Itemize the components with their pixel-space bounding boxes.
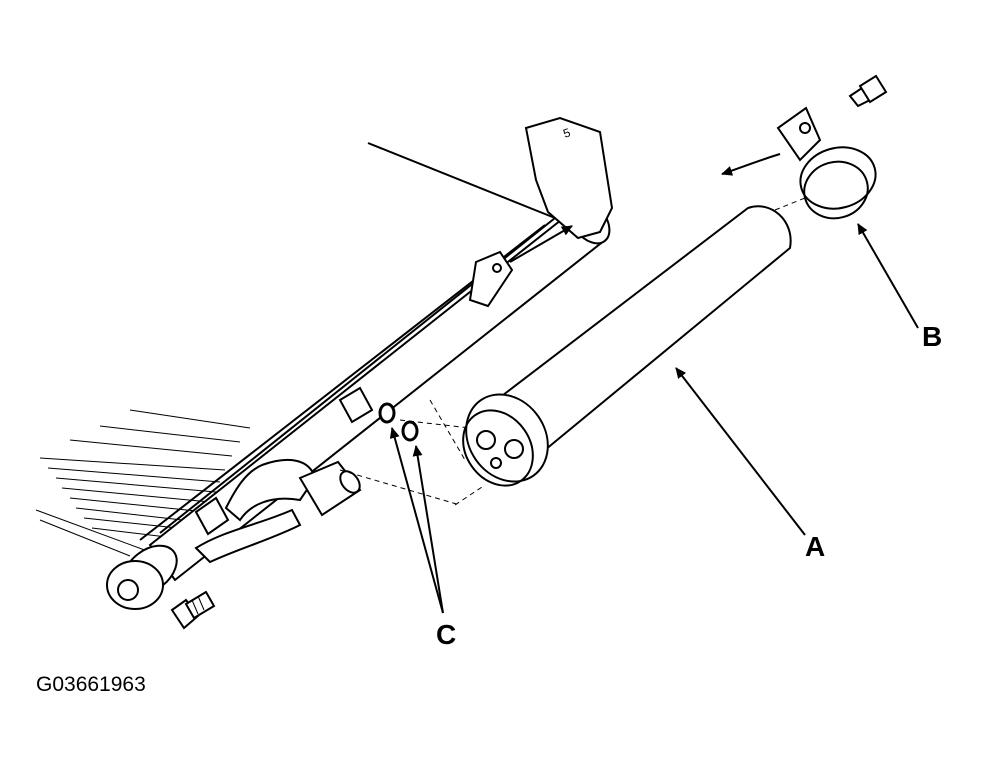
figure-id: G03661963 (36, 673, 146, 696)
condenser-fins (35, 409, 251, 557)
leader-c-1 (389, 427, 444, 614)
callout-a: A (805, 531, 826, 562)
leader-b (857, 223, 919, 329)
flow-arrow (509, 225, 573, 263)
receiver-dryer (462, 205, 792, 487)
rotation-arrow (721, 153, 781, 176)
leader-lines (389, 223, 919, 614)
bolt-top (848, 74, 888, 108)
header-end-cap (106, 544, 178, 610)
o-rings (378, 402, 419, 442)
callout-c: C (436, 619, 457, 650)
bolt-lower (170, 590, 216, 630)
tube-clip (468, 250, 514, 308)
svg-text:5: 5 (561, 125, 572, 141)
mounting-bracket: 5 (524, 116, 614, 240)
refrigerant-fitting (194, 458, 362, 564)
leader-c-2 (412, 445, 444, 614)
callout-b: B (922, 321, 943, 352)
leader-a (675, 367, 806, 536)
bracket-clamp (776, 106, 877, 220)
